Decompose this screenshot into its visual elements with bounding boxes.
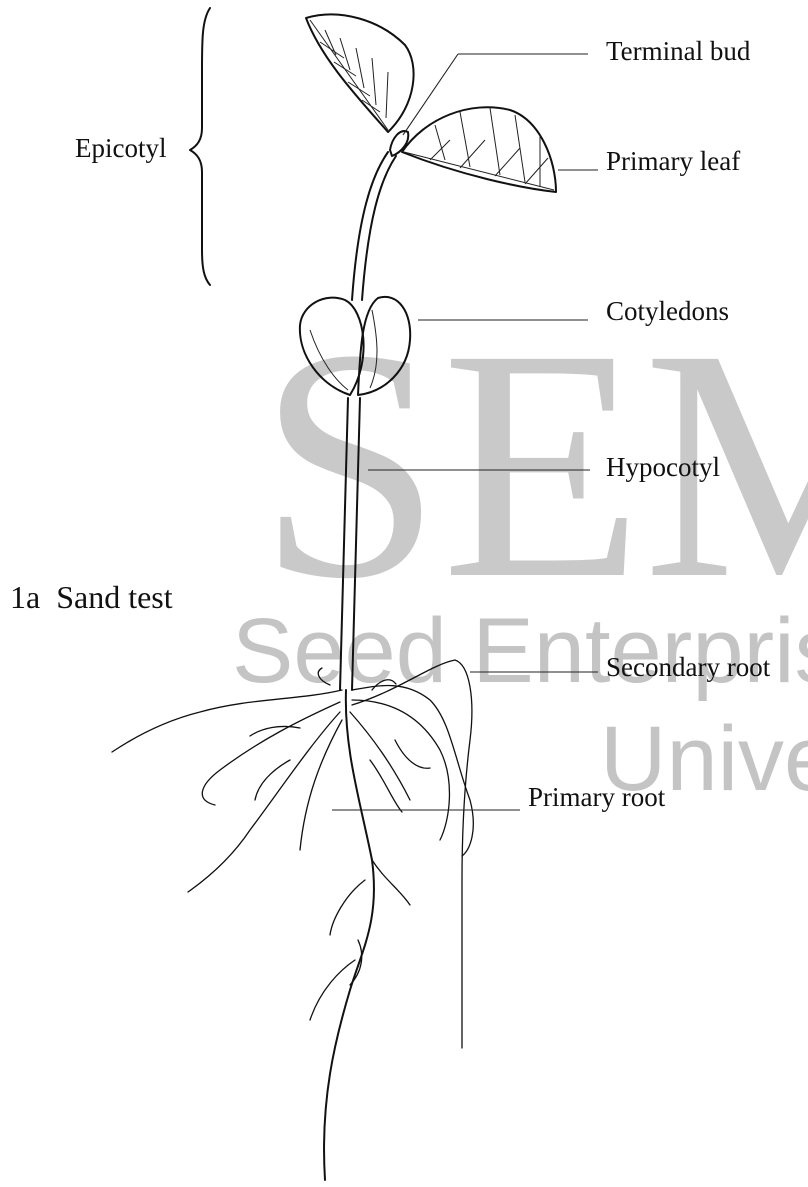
- watermark: SEM Seed Enterpris Unive: [232, 282, 808, 810]
- label-primary-root: Primary root: [528, 782, 666, 812]
- label-primary-leaf: Primary leaf: [606, 146, 740, 176]
- secondary-roots: [112, 660, 473, 1048]
- label-terminal-bud: Terminal bud: [606, 36, 751, 66]
- figure-label: 1a Sand test: [10, 579, 173, 615]
- primary-root: [324, 690, 374, 1180]
- epicotyl-bracket: [190, 8, 210, 285]
- label-cotyledons: Cotyledons: [606, 296, 729, 326]
- primary-leaf-right: [402, 107, 556, 192]
- label-secondary-root: Secondary root: [606, 652, 771, 682]
- primary-leaf-left: [306, 14, 414, 132]
- label-epicotyl: Epicotyl: [75, 133, 166, 163]
- watermark-line-1: Seed Enterpris: [232, 600, 808, 702]
- label-hypocotyl: Hypocotyl: [606, 452, 720, 482]
- watermark-logo: SEM: [258, 282, 808, 647]
- epicotyl-stem: [352, 152, 388, 300]
